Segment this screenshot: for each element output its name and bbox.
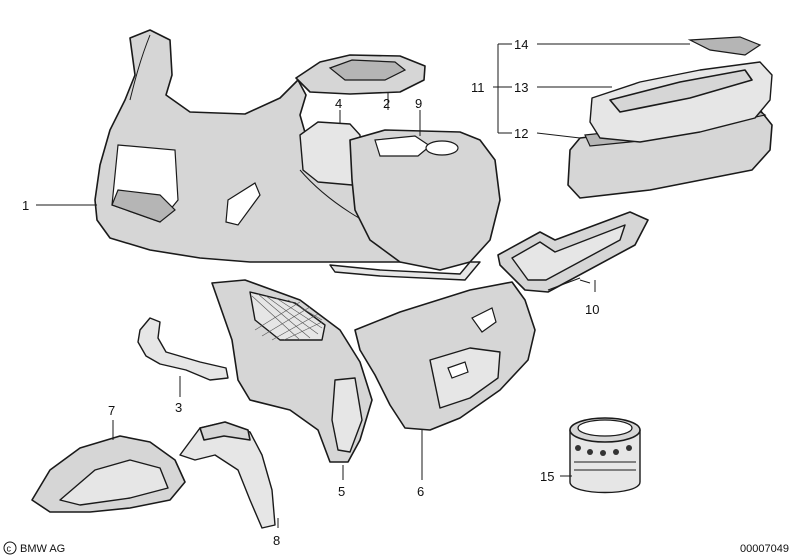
part-13-seat-cushion[interactable] <box>589 61 773 143</box>
callout-6: 6 <box>417 484 424 499</box>
callout-15: 15 <box>540 469 554 484</box>
part-7-front-fender[interactable] <box>31 435 186 513</box>
document-id: 00007049 <box>740 543 789 555</box>
footer: c BMW AG 00007049 <box>3 541 789 555</box>
callout-7: 7 <box>108 403 115 418</box>
callout-1: 1 <box>22 198 29 213</box>
part-10-side-trim[interactable] <box>497 211 649 293</box>
part-9-tank-cover[interactable] <box>329 129 501 281</box>
part-2-top-cover[interactable] <box>295 54 426 95</box>
callout-4: 4 <box>335 96 342 111</box>
part-5-inner-panel[interactable] <box>211 279 373 463</box>
callout-14: 14 <box>514 37 528 52</box>
part-6-lower-panel[interactable] <box>354 281 536 431</box>
callout-12: 12 <box>514 126 528 141</box>
ventilation-grid <box>251 293 323 341</box>
callout-11: 11 <box>471 80 485 95</box>
callout-3: 3 <box>175 400 182 415</box>
part-3-bracket[interactable] <box>137 317 229 381</box>
callout-10: 10 <box>585 302 599 317</box>
can-label-dots <box>575 445 632 456</box>
callout-13: 13 <box>514 80 528 95</box>
leader-lines <box>36 43 690 528</box>
callout-2: 2 <box>383 96 390 111</box>
brand-label: BMW AG <box>20 543 65 555</box>
copyright-icon: c <box>3 541 17 555</box>
svg-text:c: c <box>7 544 12 554</box>
part-1-front-fairing[interactable] <box>94 29 431 263</box>
part-14-cap[interactable] <box>687 36 762 56</box>
callout-9: 9 <box>415 96 422 111</box>
callout-8: 8 <box>273 533 280 548</box>
part-15-paint-can[interactable] <box>569 417 641 494</box>
part-8-inner-fender[interactable] <box>179 421 276 529</box>
callout-5: 5 <box>338 484 345 499</box>
callout-numbers: 1 2 3 4 5 6 7 8 9 10 11 12 13 14 15 <box>22 37 599 548</box>
